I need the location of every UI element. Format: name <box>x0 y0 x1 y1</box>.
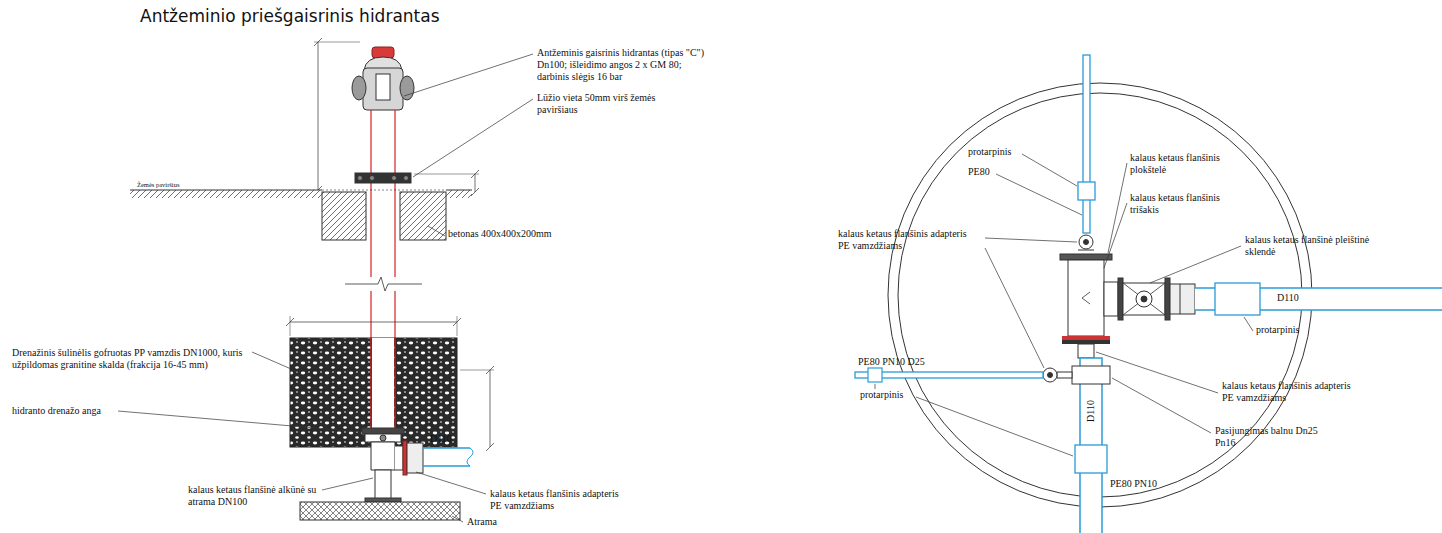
part-label: Drenažinis šulinėlis gofruotas PP vamzdi… <box>12 347 250 371</box>
part-label: betonas 400x400x200mm <box>448 228 558 240</box>
chamber-plan <box>855 55 1442 533</box>
part-label: kalaus ketaus flanšinis adapteris PE vam… <box>490 488 630 512</box>
part-label: Lūžio vieta 50mm virš žemės paviršiaus <box>537 92 687 116</box>
part-label: Žemės paviršius <box>137 181 179 189</box>
part-label: D110 <box>1085 398 1097 424</box>
part-label: kalaus ketaus flanšinis adapteris PE vam… <box>838 228 978 252</box>
part-label: kalaus ketaus flanšinė pleištinė sklendė <box>1245 234 1385 258</box>
drawing-title: Antžeminio priešgaisrinis hidrantas <box>140 6 440 26</box>
part-label: D110 <box>1275 292 1301 304</box>
part-label: PE80 <box>968 166 990 178</box>
part-label: Antžeminis gaisrinis hidrantas (tipas "C… <box>537 47 715 83</box>
part-label: kalaus ketaus flanšinė alkūnė su atrama … <box>188 484 320 508</box>
part-label: protarpinis <box>860 389 903 401</box>
part-label: D110 <box>430 433 452 445</box>
leader-lines <box>118 54 533 522</box>
leader-lines <box>875 154 1253 456</box>
hydrant-section <box>130 38 494 520</box>
part-label: Atrama <box>467 516 497 528</box>
part-label: PE80 PN10 D25 <box>858 356 925 368</box>
part-label: kalaus ketaus flanšinis plokštelė <box>1130 152 1240 176</box>
part-label: protarpinis <box>968 146 1011 158</box>
part-label: protarpinis <box>1256 324 1299 336</box>
part-label: hidranto drenažo anga <box>12 405 101 417</box>
part-label: kalaus ketaus flanšinis trišakis <box>1130 192 1240 216</box>
part-label: Pasijungimas balnu Dn25 Pn16 <box>1215 425 1325 449</box>
part-label: PE80 PN10 <box>1110 478 1157 490</box>
part-label: kalaus ketaus flanšinis adapteris PE vam… <box>1222 380 1352 404</box>
